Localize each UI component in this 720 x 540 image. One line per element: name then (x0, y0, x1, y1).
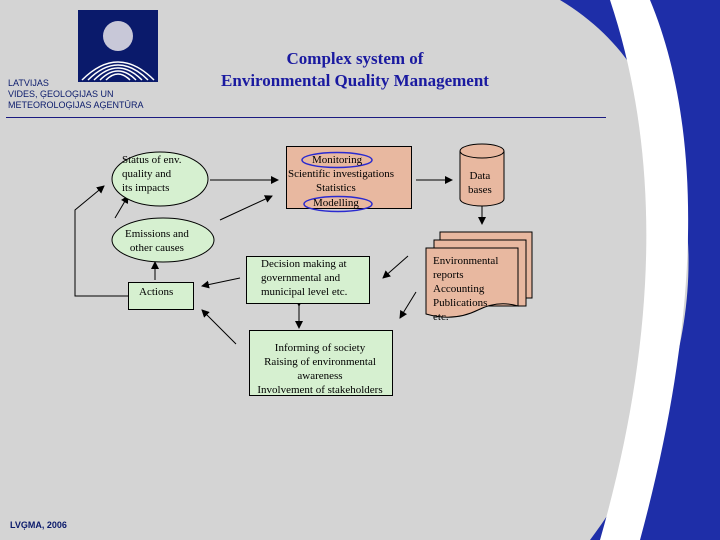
footer-copyright: LVĢMA, 2006 (10, 520, 67, 530)
decision-box: Decision making at governmental and muni… (246, 256, 370, 304)
actions-box: Actions (128, 282, 194, 310)
databases-label: Data bases (468, 170, 492, 196)
arrow-actions-loop-to-status (74, 185, 128, 297)
title-line-1: Complex system of (286, 49, 424, 68)
emissions-ellipse (111, 217, 215, 263)
arrow-emissions-to-status (114, 195, 129, 219)
organization-name: LATVIJAS VIDES, ĢEOLOĢIJAS UN METEOROLOĢ… (8, 78, 144, 110)
title-divider (6, 117, 606, 118)
informing-label: Informing of society Raising of environm… (257, 342, 383, 396)
databases-cylinder (459, 143, 505, 207)
title-line-2: Environmental Quality Management (221, 71, 489, 90)
decision-label: Decision making at governmental and muni… (261, 258, 348, 298)
informing-box: Informing of society Raising of environm… (249, 330, 393, 396)
status-ellipse (111, 151, 209, 207)
slide-title: Complex system of Environmental Quality … (180, 48, 530, 92)
agency-logo (78, 10, 158, 82)
modelling-highlight-ellipse (303, 195, 373, 213)
arrow-informing-to-actions (201, 309, 237, 345)
arrow-reports-to-decision (382, 255, 409, 279)
status-label: Status of env. quality and its impacts (122, 154, 182, 194)
logo-graphic (81, 21, 155, 81)
white-swoosh (600, 0, 689, 540)
scientific-investigations-label: Scientific investigations (288, 168, 395, 180)
monitoring-label: Monitoring (312, 154, 363, 166)
modelling-label: Modelling (313, 197, 359, 209)
statistics-label: Statistics (316, 182, 356, 194)
actions-label: Actions (139, 286, 174, 298)
emissions-label: Emissions and other causes (125, 228, 189, 254)
reports-document-stack (425, 231, 533, 318)
arrow-decision-to-actions (201, 277, 241, 289)
arrow-reports-to-informing (399, 291, 417, 319)
reports-label: Environmental reports Accounting Publica… (433, 255, 499, 323)
monitoring-highlight-ellipse (301, 151, 373, 169)
arrow-emissions-to-monitoring (219, 195, 273, 221)
